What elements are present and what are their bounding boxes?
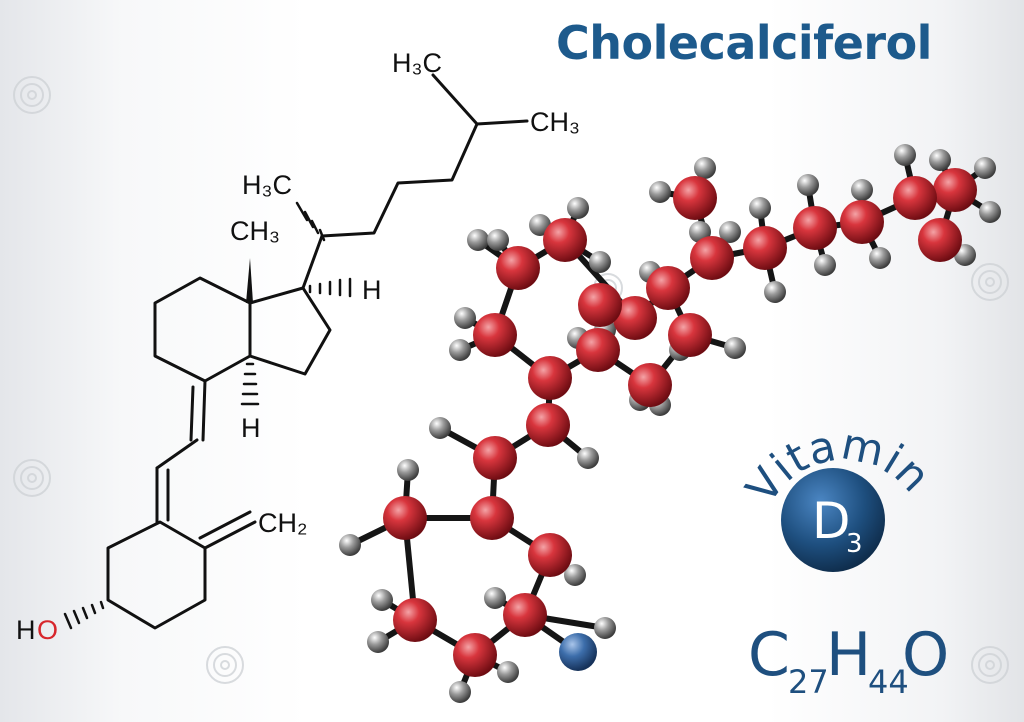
stereo-bonds — [63, 201, 352, 630]
badge-letter: D — [812, 492, 851, 550]
hydrogen-atom — [484, 587, 506, 609]
hydrogen-atom — [577, 447, 599, 469]
label-ho-o: O — [37, 615, 58, 645]
hydrogen-atom — [719, 221, 741, 243]
hydrogen-atom — [649, 181, 671, 203]
carbon-atom — [526, 403, 570, 447]
carbon-atom — [503, 593, 547, 637]
carbon-atom — [578, 283, 622, 327]
hydrogen-atom — [367, 631, 389, 653]
hydrogen-atom — [567, 197, 589, 219]
carbon-atom — [918, 218, 962, 262]
carbon-atom — [528, 533, 572, 577]
hydrogen-atom — [694, 157, 716, 179]
oxygen-atom — [559, 633, 597, 671]
watermark-spiral-icon — [971, 646, 1009, 684]
watermark-spiral-icon — [13, 76, 51, 114]
carbon-atom — [383, 496, 427, 540]
hydrogen-atom — [397, 459, 419, 481]
carbon-atom — [496, 246, 540, 290]
label-ch3-right: CH₃ — [530, 107, 580, 137]
hydrogen-atom — [797, 174, 819, 196]
ball-and-stick-model — [339, 144, 1001, 703]
hydrogen-atom — [487, 229, 509, 251]
hydrogen-atom — [371, 589, 393, 611]
carbon-atom — [840, 200, 884, 244]
carbon-atom — [613, 296, 657, 340]
label-h3c-side: H₃C — [242, 170, 292, 200]
carbon-atom — [543, 218, 587, 262]
hydrogen-atom — [467, 229, 489, 251]
carbon-atom — [793, 206, 837, 250]
carbon-atom — [933, 168, 977, 212]
hydrogen-atom — [894, 144, 916, 166]
watermark-spiral-icon — [971, 263, 1009, 301]
hydrogen-atom — [339, 534, 361, 556]
hydrogen-atom — [449, 339, 471, 361]
hydrogen-atom — [497, 661, 519, 683]
watermark-spiral-icon — [13, 459, 51, 497]
carbon-atom — [646, 266, 690, 310]
hydrogen-atom — [764, 281, 786, 303]
carbon-atom — [528, 356, 572, 400]
hydrogen-atom — [724, 337, 746, 359]
skeletal-structure — [106, 73, 529, 630]
formula-c: C — [748, 620, 790, 690]
watermark-spiral-icon — [206, 646, 244, 684]
hydrogen-atom — [564, 564, 586, 586]
hydrogen-atom — [429, 417, 451, 439]
hydrogen-atom — [869, 247, 891, 269]
carbon-atom — [628, 363, 672, 407]
badge-circle — [781, 468, 885, 572]
label-h-right: H — [362, 275, 382, 305]
hydrogen-atom — [851, 179, 873, 201]
hydrogen-atom — [449, 681, 471, 703]
label-ho-h: H — [16, 615, 36, 645]
hydrogen-atom — [814, 254, 836, 276]
page-title: Cholecalciferol — [556, 16, 932, 70]
carbon-atom — [393, 598, 437, 642]
carbon-atom — [470, 496, 514, 540]
hydrogen-atom — [979, 201, 1001, 223]
molecular-formula: C 27 H 44 O — [748, 620, 949, 701]
carbon-atom — [473, 436, 517, 480]
carbon-atom — [576, 328, 620, 372]
hydrogen-atom — [929, 149, 951, 171]
structure-labels: H₃C CH₃ H₃C CH₃ H H CH₂ H O — [16, 48, 580, 645]
hydrogen-atom — [589, 251, 611, 273]
carbon-atom — [473, 313, 517, 357]
carbon-atom — [673, 176, 717, 220]
carbon-atom — [743, 226, 787, 270]
label-h3c-top: H₃C — [392, 48, 442, 78]
carbon-atom — [453, 633, 497, 677]
carbon-atom — [893, 176, 937, 220]
carbon-atom — [668, 313, 712, 357]
formula-h-sub: 44 — [868, 663, 909, 701]
hydrogen-atom — [454, 307, 476, 329]
label-ch3-angular: CH₃ — [230, 216, 280, 246]
hydrogen-atom — [974, 157, 996, 179]
hydrogen-atom — [594, 617, 616, 639]
hydrogen-atom — [749, 197, 771, 219]
formula-o: O — [902, 620, 949, 690]
label-ch2: CH₂ — [258, 508, 307, 538]
formula-c-sub: 27 — [788, 663, 829, 701]
carbon-atom — [690, 236, 734, 280]
label-h-bottom: H — [241, 413, 261, 443]
badge-subscript: 3 — [846, 529, 863, 559]
formula-h: H — [826, 620, 871, 690]
watermarks — [13, 76, 1009, 684]
vitamin-d3-badge: Vitamin D 3 — [737, 419, 939, 572]
